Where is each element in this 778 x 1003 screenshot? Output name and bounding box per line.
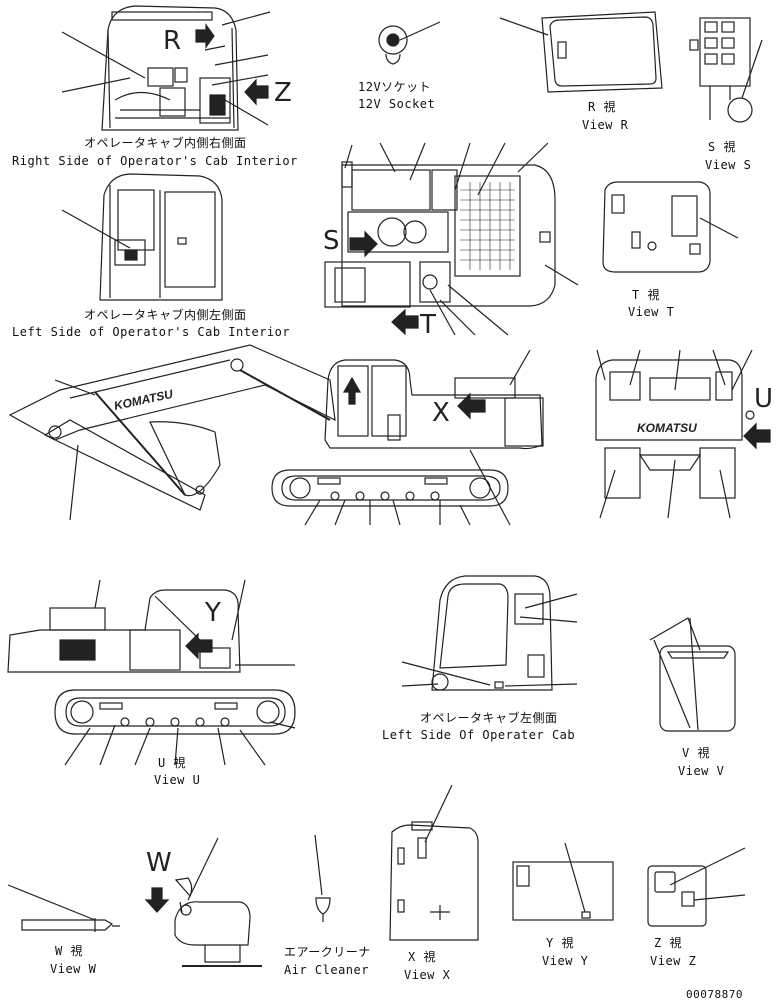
view-z-drawing [647,847,746,927]
right-side-cab-caption-en: Right Side of Operator's Cab Interior [12,154,298,168]
view-u-caption-en: View U [154,773,201,787]
drawing-number: 00078870 [686,988,743,1001]
right-side-cab-caption-jp: オペレータキャブ内側右側面 [84,136,247,150]
left-side-operator-cab-drawing [401,575,578,691]
view-r-window-drawing [499,11,663,93]
view-letter-w: W [146,848,172,878]
air-cleaner-caption-jp: エアークリーナ [284,945,371,959]
view-x-caption-jp: X 視 [408,950,436,964]
view-s-caption-en: View S [705,158,752,172]
left-cab-caption-en: Left Side Of Operater Cab [382,728,576,742]
view-u-caption-jp: U 視 [158,756,186,770]
left-cab-caption-jp: オペレータキャブ左側面 [420,711,558,725]
view-s-fuse-block-drawing [689,17,763,123]
excavator-rear-view-drawing: KOMATSU [595,349,771,519]
view-v-caption-jp: V 視 [682,746,710,760]
view-letter-z: Z [274,78,292,108]
view-letter-r: R [163,26,182,56]
view-x-drawing [389,784,479,941]
view-y-caption-jp: Y 視 [546,936,574,950]
view-letter-s: S [323,226,340,256]
left-side-cab-caption-jp: オペレータキャブ内側左側面 [84,308,247,322]
view-w-drawing [7,884,120,932]
machine-top-view-drawing [324,142,579,336]
left-side-cab-caption-en: Left Side of Operator's Cab Interior [12,325,291,339]
view-letter-u: U [754,384,774,414]
air-cleaner-drawing [314,834,331,922]
view-letter-t: T [420,310,436,340]
view-v-caption-en: View V [678,764,725,778]
view-w-caption-jp: W 視 [55,944,83,958]
rear-brand-text: KOMATSU [637,421,697,435]
view-letter-y: Y [205,598,221,628]
view-t-caption-jp: T 視 [632,288,660,302]
view-z-caption-en: View Z [650,954,697,968]
view-w-caption-en: View W [50,962,97,976]
12v-socket-drawing [378,21,441,65]
left-side-cab-interior-drawing [61,173,223,301]
view-s-caption-jp: S 視 [708,140,736,154]
air-cleaner-caption-en: Air Cleaner [284,963,369,977]
socket-caption-en: 12V Socket [358,97,436,111]
socket-caption-jp: 12Vソケット [358,80,432,94]
view-y-caption-en: View Y [542,954,589,968]
view-r-caption-en: View R [582,118,629,132]
excavator-right-side-drawing [7,579,296,766]
view-t-caption-en: View T [628,305,675,319]
view-v-drawing [649,617,736,732]
seat-lever-drawing [144,837,262,967]
view-z-caption-jp: Z 視 [654,936,682,950]
view-r-caption-jp: R 視 [588,100,616,114]
view-y-drawing [512,842,614,921]
excavator-left-side-drawing: KOMATSU [8,344,544,526]
view-x-caption-en: View X [404,968,451,982]
right-side-cab-interior-drawing [61,5,271,131]
view-letter-x: X [432,398,450,428]
view-t-drawing [602,181,739,273]
